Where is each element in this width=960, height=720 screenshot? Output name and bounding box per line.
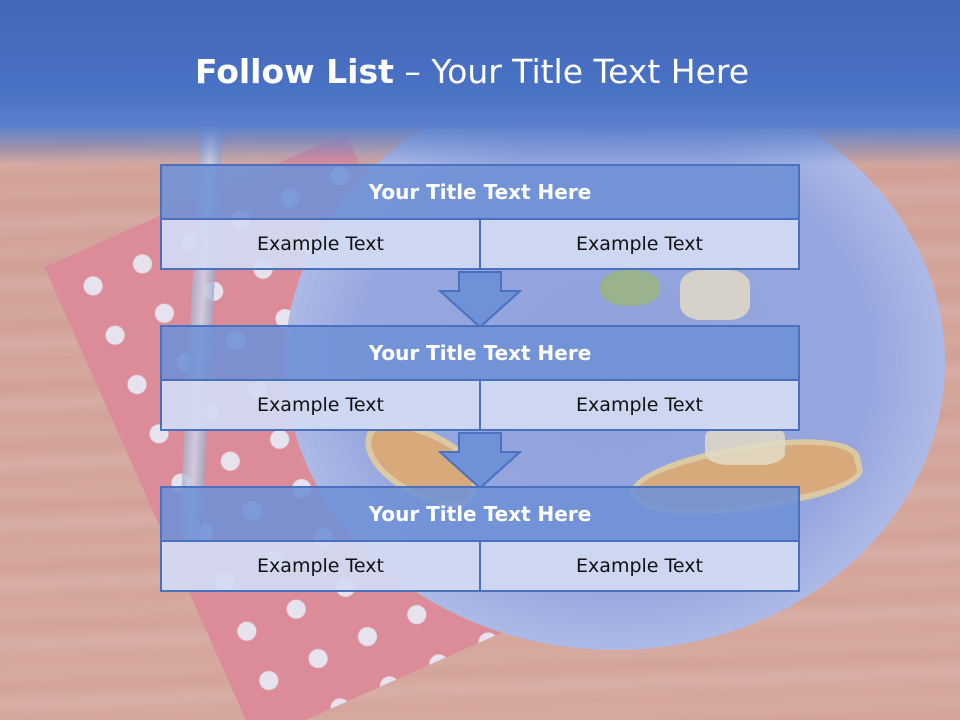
block-text-right[interactable]: Example Text [481, 542, 800, 592]
down-arrow-icon [438, 432, 522, 490]
banana-slice [680, 270, 750, 320]
flow-block: Your Title Text Here Example Text Exampl… [160, 164, 800, 270]
slide-title[interactable]: Follow List – Your Title Text Here [0, 52, 944, 91]
block-text-left[interactable]: Example Text [160, 542, 481, 592]
block-title[interactable]: Your Title Text Here [160, 325, 800, 381]
block-text-left[interactable]: Example Text [160, 220, 481, 270]
block-text-right[interactable]: Example Text [481, 381, 800, 431]
block-title[interactable]: Your Title Text Here [160, 486, 800, 542]
title-band [0, 0, 960, 165]
flow-block: Your Title Text Here Example Text Exampl… [160, 486, 800, 592]
down-arrow-icon [438, 271, 522, 329]
block-text-right[interactable]: Example Text [481, 220, 800, 270]
block-row: Example Text Example Text [160, 542, 800, 592]
block-title[interactable]: Your Title Text Here [160, 164, 800, 220]
block-row: Example Text Example Text [160, 220, 800, 270]
slide-title-rest: – Your Title Text Here [393, 52, 750, 91]
kiwi-slice [600, 270, 660, 306]
block-text-left[interactable]: Example Text [160, 381, 481, 431]
banana-slice [705, 425, 785, 465]
block-row: Example Text Example Text [160, 381, 800, 431]
slide-title-bold: Follow List [194, 52, 394, 91]
flow-block: Your Title Text Here Example Text Exampl… [160, 325, 800, 431]
